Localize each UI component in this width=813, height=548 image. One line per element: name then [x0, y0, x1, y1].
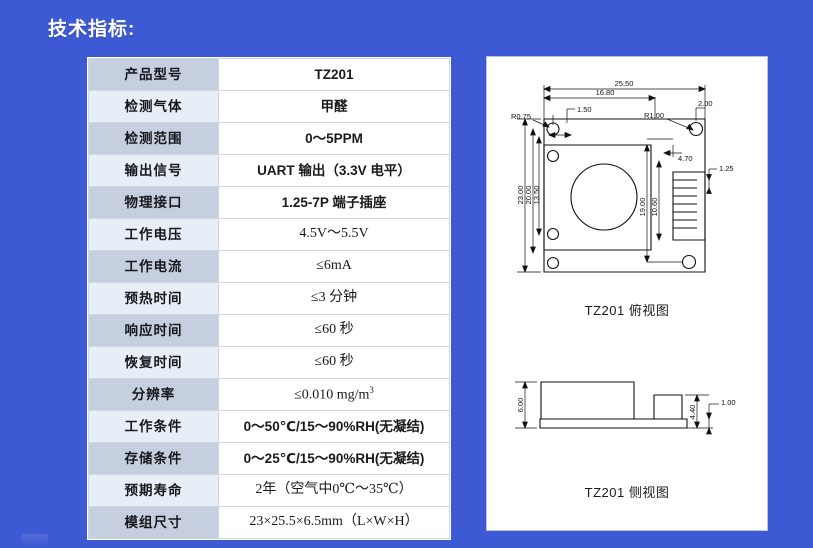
- spec-key: 响应时间: [88, 314, 219, 347]
- spec-key: 检测范围: [88, 122, 219, 155]
- spec-value: ≤60 秒: [218, 346, 450, 379]
- spec-key: 分辨率: [88, 378, 219, 411]
- drawing-panel: 25.50 16.80 1.50 R0.75 R1.00 2.00 4.70 1…: [487, 57, 767, 530]
- spec-value: 0～50℃/15～90%RH(无凝结): [218, 410, 450, 443]
- dim-overall-height: 23.00: [516, 186, 525, 205]
- spec-value: ≤3 分钟: [218, 282, 450, 315]
- side-view-caption: TZ201 侧视图: [584, 485, 670, 500]
- spec-value: ≤0.010 mg/m3: [218, 378, 450, 411]
- dim-right-offset: 2.00: [698, 99, 713, 108]
- connector-pins: [673, 180, 697, 228]
- table-row: 恢复时间≤60 秒: [88, 346, 450, 379]
- spec-value: 23×25.5×6.5mm（L×W×H）: [218, 506, 450, 539]
- spec-key: 存储条件: [88, 442, 219, 475]
- dim-overall-width: 25.50: [615, 79, 634, 88]
- corner-artifact: [22, 534, 48, 546]
- spec-key: 恢复时间: [88, 346, 219, 379]
- top-view-caption: TZ201 俯视图: [584, 303, 670, 318]
- spec-key: 检测气体: [88, 90, 219, 123]
- spec-key: 工作条件: [88, 410, 219, 443]
- top-view-drawing: 25.50 16.80 1.50 R0.75 R1.00 2.00 4.70 1…: [511, 79, 734, 297]
- dim-hole-offset-x: 1.50: [577, 105, 592, 114]
- dim-step-height: 4.40: [688, 405, 697, 420]
- dim-connector-offset: 4.70: [678, 154, 693, 163]
- dim-mid-height: 20.00: [524, 186, 533, 205]
- side-view-drawing: 6.00 4.40 1.00: [487, 357, 736, 477]
- dim-pin-pitch: 1.25: [719, 164, 734, 173]
- spec-key: 预热时间: [88, 282, 219, 315]
- table-row: 预热时间≤3 分钟: [88, 282, 450, 315]
- spec-value: ≤60 秒: [218, 314, 450, 347]
- dim-right-height-inner: 10.60: [650, 198, 659, 217]
- table-row: 检测气体甲醛: [88, 90, 450, 123]
- spec-value: 0～25℃/15～90%RH(无凝结): [218, 442, 450, 475]
- spec-value: 甲醛: [218, 90, 450, 123]
- spec-key: 工作电压: [88, 218, 219, 251]
- dim-inner-width: 16.80: [596, 88, 615, 97]
- spec-key: 输出信号: [88, 154, 219, 187]
- table-row: 分辨率≤0.010 mg/m3: [88, 378, 450, 411]
- dim-inner-height: 13.50: [532, 186, 541, 205]
- table-row: 工作电流≤6mA: [88, 250, 450, 283]
- spec-value: 4.5V～5.5V: [218, 218, 450, 251]
- spec-value: ≤6mA: [218, 250, 450, 283]
- spec-value-superscript: 3: [369, 385, 374, 396]
- dim-right-height-outer: 19.00: [638, 198, 647, 217]
- spec-value: TZ201: [218, 58, 450, 91]
- dim-base-height: 1.00: [721, 398, 736, 407]
- spec-value: UART 输出（3.3V 电平）: [218, 154, 450, 187]
- dim-corner-radius-right: R1.00: [644, 111, 664, 120]
- spec-value: 2年（空气中0℃～35℃）: [218, 474, 450, 507]
- spec-value: 0～5PPM: [218, 122, 450, 155]
- spec-key: 物理接口: [88, 186, 219, 219]
- spec-value-text: ≤0.010 mg/m: [294, 387, 370, 403]
- spec-key: 工作电流: [88, 250, 219, 283]
- table-row: 响应时间≤60 秒: [88, 314, 450, 347]
- spec-value: 1.25-7P 端子插座: [218, 186, 450, 219]
- spec-key: 产品型号: [88, 58, 219, 91]
- spec-key: 预期寿命: [88, 474, 219, 507]
- page-title: 技术指标:: [48, 19, 136, 40]
- spec-key: 模组尺寸: [88, 506, 219, 539]
- dim-body-height: 6.00: [516, 398, 525, 413]
- dim-corner-radius-left: R0.75: [511, 112, 531, 121]
